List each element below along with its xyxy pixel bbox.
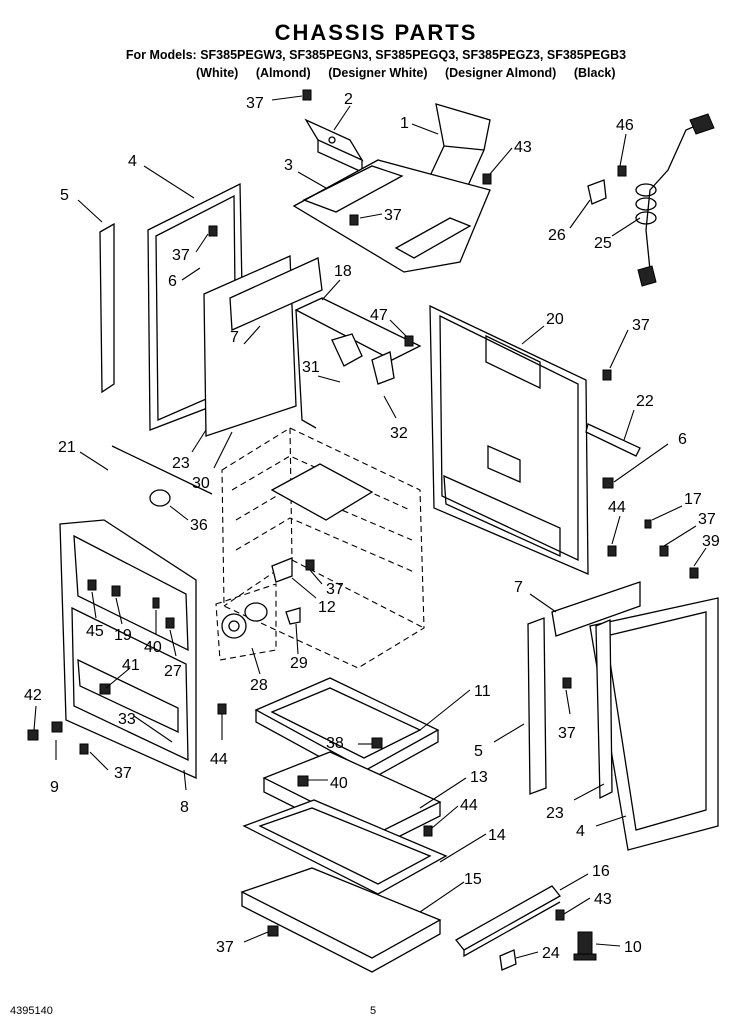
- callout-3: 3: [284, 157, 293, 174]
- document-number: 4395140: [10, 1005, 53, 1017]
- part-trim-strip-left: [99, 222, 115, 394]
- part-strain-relief: [587, 179, 607, 205]
- callout-40: 40: [144, 639, 162, 656]
- color-label: (Designer Almond): [444, 66, 557, 80]
- callout-13: 13: [470, 769, 488, 786]
- part-oven-liner: [221, 427, 425, 669]
- leader-lines: [33, 95, 707, 959]
- part-clip: [499, 949, 517, 971]
- part-storage-drawer: [240, 867, 442, 973]
- part-top-bracket: [304, 118, 364, 174]
- callout-37: 37: [698, 511, 716, 528]
- screws: [27, 89, 699, 937]
- callout-15: 15: [464, 871, 482, 888]
- callout-37: 37: [326, 581, 344, 598]
- part-igniter: [149, 489, 171, 507]
- callout-4: 4: [576, 823, 585, 840]
- part-back-panel: [429, 304, 589, 575]
- callout-16: 16: [592, 863, 610, 880]
- color-list: (White) (Almond) (Designer White) (Desig…: [196, 66, 630, 80]
- callout-23: 23: [546, 805, 564, 822]
- callout-42: 42: [24, 687, 42, 704]
- callout-8: 8: [180, 799, 189, 816]
- part-oven-seal: [111, 445, 213, 495]
- callout-14: 14: [488, 827, 506, 844]
- callout-32: 32: [390, 425, 408, 442]
- part-rod: [585, 423, 641, 457]
- callout-37: 37: [216, 939, 234, 956]
- callout-23: 23: [172, 455, 190, 472]
- color-label: (Almond): [255, 66, 311, 80]
- callout-44: 44: [608, 499, 626, 516]
- callout-43: 43: [594, 891, 612, 908]
- callout-43: 43: [514, 139, 532, 156]
- callout-37: 37: [384, 207, 402, 224]
- callout-38: 38: [326, 735, 344, 752]
- part-rear-bracket: [455, 885, 561, 958]
- color-label: (White): [196, 66, 239, 80]
- callout-30: 30: [192, 475, 210, 492]
- callout-37: 37: [558, 725, 576, 742]
- callout-40: 40: [330, 775, 348, 792]
- callout-21: 21: [58, 439, 76, 456]
- callout-37: 37: [246, 95, 264, 112]
- part-burner-valve: [215, 557, 301, 661]
- callout-20: 20: [546, 311, 564, 328]
- part-insulation-left: [203, 255, 323, 437]
- color-label: (Designer White): [328, 66, 428, 80]
- part-leveling-leg: [573, 931, 597, 961]
- callout-33: 33: [118, 711, 136, 728]
- callout-37: 37: [114, 765, 132, 782]
- part-drawer-slide: [242, 799, 448, 895]
- callout-37: 37: [632, 317, 650, 334]
- model-list: For Models: SF385PEGW3, SF385PEGN3, SF38…: [125, 48, 627, 62]
- callout-25: 25: [594, 235, 612, 252]
- callout-10: 10: [624, 939, 642, 956]
- callout-5: 5: [474, 743, 483, 760]
- callout-31: 31: [302, 359, 320, 376]
- callout-1: 1: [400, 115, 409, 132]
- page-title: CHASSIS PARTS: [274, 20, 478, 45]
- callout-44: 44: [460, 797, 478, 814]
- callout-39: 39: [702, 533, 720, 550]
- part-top-panel: [292, 159, 491, 273]
- callout-36: 36: [190, 517, 208, 534]
- callout-2: 2: [344, 91, 353, 108]
- callout-17: 17: [684, 491, 702, 508]
- callout-24: 24: [542, 945, 560, 962]
- callout-6: 6: [168, 273, 177, 290]
- callout-11: 11: [474, 683, 491, 700]
- color-label: (Black): [573, 66, 616, 80]
- callout-6: 6: [678, 431, 687, 448]
- part-front-frame: [59, 519, 197, 780]
- callout-9: 9: [50, 779, 59, 796]
- callout-44: 44: [210, 751, 228, 768]
- callout-41: 41: [122, 657, 140, 674]
- callout-18: 18: [334, 263, 352, 280]
- callout-45: 45: [86, 623, 104, 640]
- callout-12: 12: [318, 599, 336, 616]
- part-burner-box: [294, 297, 422, 429]
- part-power-cord: [635, 113, 715, 287]
- callout-19: 19: [114, 627, 132, 644]
- callout-4: 4: [128, 153, 137, 170]
- callout-47: 47: [370, 307, 388, 324]
- callout-28: 28: [250, 677, 268, 694]
- callout-37: 37: [172, 247, 190, 264]
- page-number: 5: [370, 1005, 377, 1017]
- callout-5: 5: [60, 187, 69, 204]
- callout-7: 7: [514, 579, 523, 596]
- callout-27: 27: [164, 663, 182, 680]
- callout-29: 29: [290, 655, 308, 672]
- callout-7: 7: [230, 329, 239, 346]
- callout-22: 22: [636, 393, 654, 410]
- callout-26: 26: [548, 227, 566, 244]
- part-side-panel-right: [527, 581, 719, 851]
- callout-46: 46: [616, 117, 634, 134]
- callout-labels: 37 2 1 43 3 37 4 5 37 6 46 26 25 18 47 2…: [24, 91, 720, 962]
